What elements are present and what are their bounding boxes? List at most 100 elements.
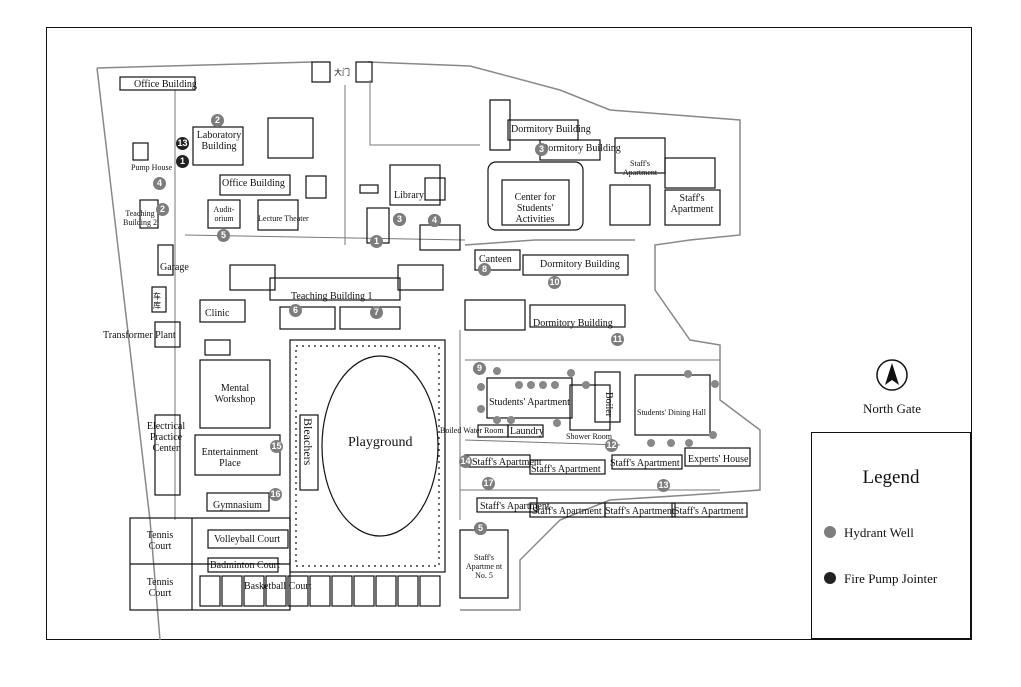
label-basketball-court: Basketball Court: [244, 581, 312, 592]
label-students-dining-hall: Students' Dining Hall: [637, 408, 706, 417]
hydrant-well-marker: 11: [611, 333, 624, 346]
library: [389, 164, 441, 206]
hydrant-dot: [582, 381, 590, 389]
label-office-building: Office Building: [222, 178, 285, 189]
label-entertainment-place: Entertainment Place: [201, 447, 259, 469]
badminton-court: [207, 557, 279, 573]
hydrant-dot: [551, 381, 559, 389]
hydrant-well-marker: 2: [211, 114, 224, 127]
label-dormitory-building-2: Dormitory Building: [541, 143, 621, 154]
boiler: [594, 371, 621, 423]
label-tennis-court-2: Tennis Court: [146, 577, 174, 599]
block-mid: [464, 299, 526, 331]
label-staffs-apartment-ne2: Staff's Apartment: [670, 193, 714, 215]
electrical-practice-center: [154, 414, 181, 496]
label-cn-garage: 车库: [153, 292, 161, 310]
hydrant-well-marker: 9: [473, 362, 486, 375]
north-arrow-icon: [876, 359, 908, 391]
label-library: Library: [394, 190, 424, 201]
hydrant-dot: [647, 439, 655, 447]
hydrant-dot: [539, 381, 547, 389]
legend-label: Hydrant Well: [844, 525, 914, 540]
hydrant-well-marker: 15: [270, 440, 283, 453]
hydrant-well-marker: 13: [657, 479, 670, 492]
hydrant-dot: [709, 431, 717, 439]
hydrant-dot: [567, 369, 575, 377]
label-dormitory-building-3: Dormitory Building: [540, 259, 620, 270]
teaching-building-1-west: [229, 264, 276, 291]
cn-garage: [151, 286, 167, 313]
legend-item-pump: Fire Pump Jointer: [824, 571, 937, 587]
teaching-building-1-east: [397, 264, 444, 291]
small-block-3: [204, 339, 231, 356]
hydrant-well-marker: 5: [474, 522, 487, 535]
mental-workshop: [199, 359, 271, 429]
hydrant-well-marker: 3: [535, 143, 548, 156]
label-staffs-apartment-2: Staff's Apartment: [531, 464, 601, 475]
playground-track: [321, 355, 439, 537]
playground-fence: [295, 345, 440, 567]
staffs-apartment-ne-wing: [664, 157, 716, 189]
pump-dot-icon: [824, 572, 836, 584]
map-frame: [46, 27, 972, 640]
label-experts-house: Experts' House: [688, 454, 749, 465]
canteen: [474, 249, 521, 271]
experts-house: [684, 447, 751, 467]
legend-item-hydrant: Hydrant Well: [824, 525, 914, 541]
pump-jointer-marker: 13: [176, 137, 189, 150]
label-boiler: Boiler: [603, 392, 614, 417]
label-auditorium: Audit-orium: [213, 205, 235, 223]
gate-pillar-left: [311, 61, 331, 83]
pump-jointer-marker: 1: [176, 155, 189, 168]
hydrant-dot: [515, 381, 523, 389]
label-dormitory-building-1: Dormitory Building: [511, 124, 591, 135]
hydrant-dot: [527, 381, 535, 389]
block-near-library-2: [419, 224, 461, 251]
center-students-outer: [487, 161, 584, 231]
library-annex: [424, 177, 446, 201]
laboratory-building: [192, 126, 244, 166]
basketball-courts: [199, 575, 441, 607]
label-canteen: Canteen: [479, 254, 512, 265]
label-lecture-theater: Lecture Theater: [258, 214, 309, 223]
hydrant-well-marker: 12: [605, 439, 618, 452]
hydrant-dot: [685, 439, 693, 447]
block-ne: [609, 184, 651, 226]
gate-label: 大门: [334, 68, 350, 77]
roads: [174, 80, 720, 520]
hydrant-well-marker: 8: [478, 263, 491, 276]
label-staffs-apartment-7: Staff's Apartment: [674, 506, 744, 517]
hydrant-well-marker: 2: [156, 203, 169, 216]
staffs-apartment-ne1: [614, 137, 666, 174]
hydrant-well-marker: 16: [269, 488, 282, 501]
gymnasium: [206, 492, 270, 512]
label-pump-house: Pump House: [131, 163, 173, 172]
staffs-apartment-6: [604, 502, 676, 518]
hydrant-well-marker: 5: [217, 229, 230, 242]
shower-room-block: [569, 384, 611, 431]
hydrant-well-marker: 7: [370, 306, 383, 319]
label-badminton-court: Badminton Court: [210, 560, 280, 571]
hydrant-dot: [493, 416, 501, 424]
entertainment-place: [194, 434, 281, 476]
hydrant-dot: [507, 416, 515, 424]
hydrant-dot: [477, 405, 485, 413]
staffs-apartment-7: [671, 502, 748, 518]
legend: Legend Hydrant Well Fire Pump Jointer: [811, 432, 971, 639]
label-transformer-plant: Transformer Plant: [103, 330, 176, 341]
clinic: [199, 299, 246, 323]
building-south-2: [339, 306, 401, 330]
small-block-2: [359, 184, 379, 194]
bleachers: [299, 414, 319, 491]
hydrant-dot: [493, 367, 501, 375]
label-teaching-building-2: Teaching Building 2: [122, 209, 157, 227]
label-mental-workshop: Mental Workshop: [214, 383, 256, 405]
hydrant-dot: [711, 380, 719, 388]
small-block-1: [305, 175, 327, 199]
center-students-activities: [501, 179, 570, 226]
label-staffs-apartment-5: Staff's Apartment: [532, 506, 602, 517]
gate-pillar-right: [355, 61, 373, 83]
label-students-apartment: Students' Apartment: [489, 397, 570, 408]
office-building-nw: [119, 76, 196, 91]
campus-boundary: [96, 61, 761, 641]
